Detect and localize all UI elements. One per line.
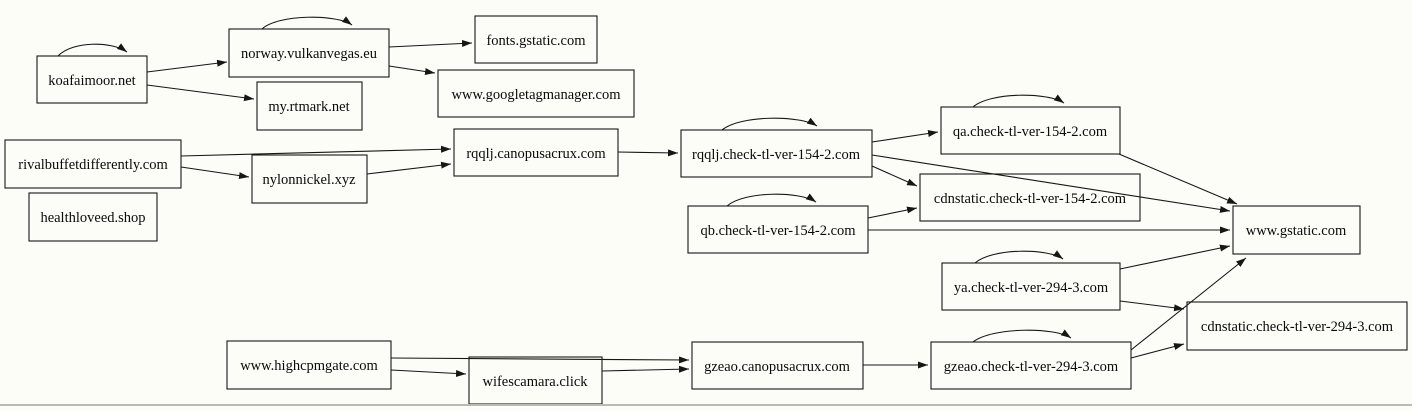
edge-ya-check-to-gstatic [1119, 244, 1231, 270]
node-cdnstatic-294: cdnstatic.check-tl-ver-294-3.com [1186, 301, 1408, 351]
node-rtmark: my.rtmark.net [256, 81, 363, 131]
node-label: wifescamara.click [482, 374, 588, 390]
edge-wifescamara-to-gzeao-canopus [601, 365, 690, 373]
node-box [941, 262, 1121, 311]
node-googletagmanager: www.googletagmanager.com [437, 69, 635, 118]
node-gzeao-check: gzeao.check-tl-ver-294-3.com [930, 341, 1132, 390]
node-label: qa.check-tl-ver-154-2.com [953, 124, 1108, 140]
node-label: cdnstatic.check-tl-ver-154-2.com [934, 191, 1127, 207]
node-label: www.gstatic.com [1246, 223, 1347, 239]
node-box [919, 173, 1141, 222]
node-box [226, 340, 392, 390]
self-loop-gzeao-check [972, 329, 1072, 343]
node-box [251, 154, 368, 204]
node-label: rivalbuffetdifferently.com [18, 157, 168, 173]
node-label: nylonnickel.xyz [262, 172, 356, 188]
node-box [930, 341, 1132, 390]
node-cdnstatic-154: cdnstatic.check-tl-ver-154-2.com [919, 173, 1141, 222]
node-label: www.highcpmgate.com [240, 358, 378, 374]
edge-nylonnickel-to-rqqlj-canopus [366, 161, 452, 175]
edge-norway-to-fonts [388, 39, 473, 48]
self-loop-rqqlj-check [721, 117, 818, 131]
node-healthloveed: healthloveed.shop [28, 192, 158, 242]
node-label: gzeao.check-tl-ver-294-3.com [944, 359, 1119, 375]
edge-koafaimoor-to-rtmark [146, 84, 255, 102]
edge-koafaimoor-to-norway [146, 59, 228, 73]
node-label: my.rtmark.net [268, 99, 349, 115]
node-norway: norway.vulkanvegas.eu [228, 28, 390, 78]
self-loop-qb-check [726, 193, 817, 207]
node-gzeao-canopus: gzeao.canopusacrux.com [691, 341, 864, 390]
node-box [256, 81, 363, 131]
edge-qa-check-to-gstatic [1118, 153, 1238, 205]
edge-highcpmgate-to-gzeao-canopus [390, 356, 690, 364]
node-label: fonts.gstatic.com [486, 33, 586, 49]
edge-rivalbuffet-to-nylonnickel [180, 166, 250, 180]
node-box [437, 69, 635, 118]
node-wifescamara: wifescamara.click [468, 356, 603, 405]
node-label: www.googletagmanager.com [452, 87, 622, 103]
node-ya-check: ya.check-tl-ver-294-3.com [941, 262, 1121, 311]
node-qb-check: qb.check-tl-ver-154-2.com [687, 205, 869, 254]
node-label: healthloveed.shop [40, 210, 145, 226]
node-label: rqqlj.canopusacrux.com [466, 146, 606, 162]
node-label: koafaimoor.net [48, 73, 135, 89]
edge-rqqlj-check-to-cdnstatic-154 [871, 165, 918, 187]
node-box [4, 139, 182, 189]
node-box [474, 15, 598, 64]
edge-rqqlj-check-to-qa-check [871, 130, 939, 143]
node-box [680, 129, 873, 178]
node-box [1232, 205, 1361, 255]
node-gstatic: www.gstatic.com [1232, 205, 1361, 255]
node-label: qb.check-tl-ver-154-2.com [700, 223, 856, 239]
self-loop-qa-check [972, 94, 1065, 108]
node-box [28, 192, 158, 242]
edge-ya-check-to-cdnstatic-294 [1119, 300, 1185, 312]
node-highcpmgate: www.highcpmgate.com [226, 340, 392, 390]
edge-gzeao-check-to-cdnstatic-294 [1130, 343, 1185, 359]
self-loop-norway [261, 16, 353, 30]
node-label: cdnstatic.check-tl-ver-294-3.com [1201, 319, 1394, 335]
node-label: norway.vulkanvegas.eu [241, 46, 377, 62]
node-box [1186, 301, 1408, 351]
edge-highcpmgate-to-wifescamara [390, 369, 467, 377]
self-loop-ya-check [974, 250, 1064, 264]
edge-norway-to-googletagmanager [388, 65, 436, 75]
node-rqqlj-check: rqqlj.check-tl-ver-154-2.com [680, 129, 873, 178]
edge-qb-check-to-cdnstatic-154 [867, 206, 918, 219]
node-label: rqqlj.check-tl-ver-154-2.com [692, 147, 861, 163]
node-rivalbuffet: rivalbuffetdifferently.com [4, 139, 182, 189]
node-fonts-gstatic: fonts.gstatic.com [474, 15, 598, 64]
node-label: gzeao.canopusacrux.com [704, 359, 850, 375]
node-box [228, 28, 390, 78]
node-box [36, 55, 148, 104]
edge-rivalbuffet-to-rqqlj-canopus [180, 145, 452, 157]
self-loop-koafaimoor [57, 43, 128, 57]
node-nylonnickel: nylonnickel.xyz [251, 154, 368, 204]
edge-gzeao-check-to-gstatic [1130, 257, 1247, 351]
edge-rqqlj-check-to-gstatic [871, 154, 1231, 213]
node-label: ya.check-tl-ver-294-3.com [954, 280, 1109, 296]
node-rqqlj-canopus: rqqlj.canopusacrux.com [453, 128, 619, 177]
node-koafaimoor: koafaimoor.net [36, 55, 148, 104]
node-box [940, 106, 1121, 155]
edge-rqqlj-canopus-to-rqqlj-check [617, 149, 679, 157]
node-qa-check: qa.check-tl-ver-154-2.com [940, 106, 1121, 155]
